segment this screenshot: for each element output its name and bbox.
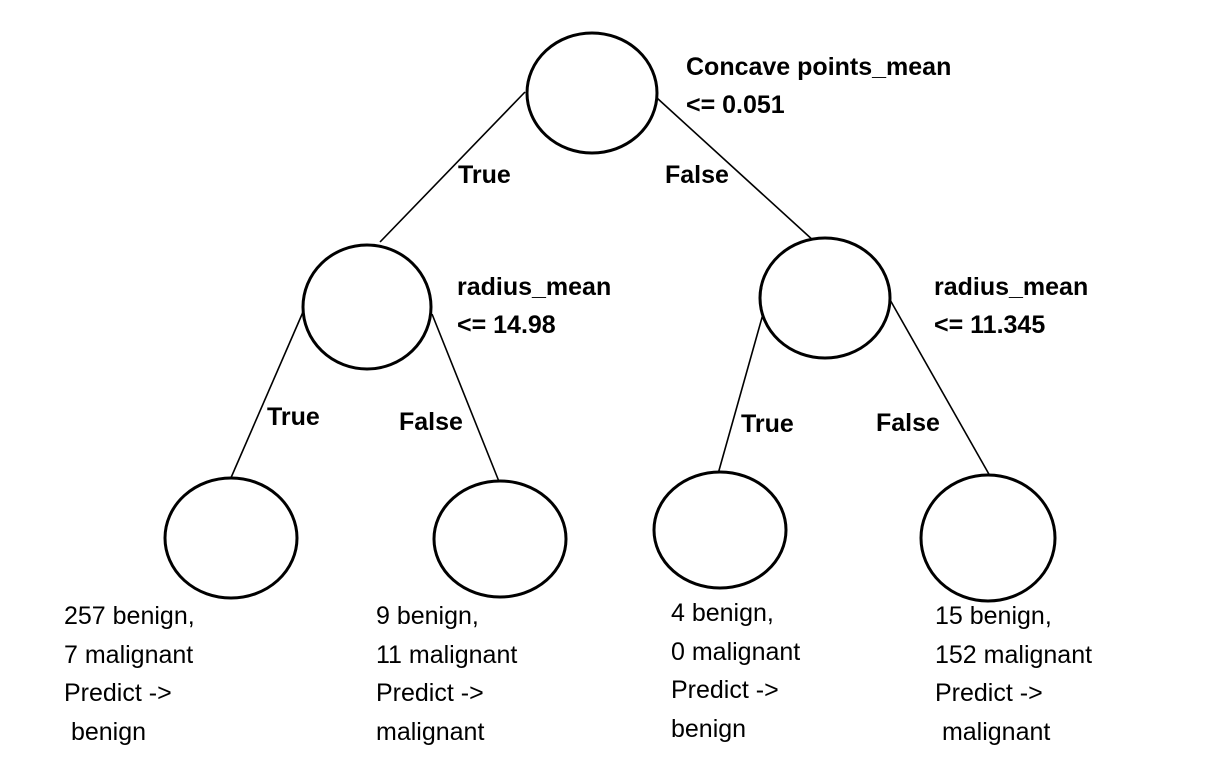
leaf-2-malignant-count: 11 malignant [376,640,518,669]
root-false-label: False [665,161,729,189]
edge-right-true [717,313,764,475]
leaf-2-summary: 9 benign, 11 malignant Predict -> malign… [376,597,517,751]
edge-left-true [229,311,304,481]
leaf-node-4 [919,473,1057,603]
leaf-3-benign-count: 4 benign, [671,599,774,627]
edge-root-true [379,91,526,243]
leaf-1-predicted-class: benign [64,717,147,746]
leaf-1-malignant-count: 7 malignant [64,640,194,669]
edge-left-false [431,313,501,485]
right-false-label: False [876,409,940,437]
edge-root-false [656,97,816,243]
left-split-condition: radius_mean <= 14.98 [457,268,611,344]
right-true-label: True [741,410,794,438]
leaf-3-predict-label: Predict -> [671,676,779,704]
leaf-4-malignant-count: 152 malignant [935,640,1093,669]
left-split-threshold: <= 14.98 [457,311,556,339]
root-condition: Concave points_mean <= 0.051 [686,48,951,124]
leaf-2-predicted-class: malignant [376,717,485,746]
leaf-1-summary: 257 benign, 7 malignant Predict -> benig… [64,597,195,751]
leaf-4-predict-label: Predict -> [935,679,1043,707]
left-split-feature: radius_mean [457,273,612,301]
right-split-threshold: <= 11.345 [934,311,1046,339]
leaf-1-benign-count: 257 benign, [64,602,195,630]
right-split-condition: radius_mean <= 11.345 [934,268,1088,344]
leaf-3-predicted-class: benign [671,714,747,743]
left-false-label: False [399,408,463,436]
right-split-node [758,236,892,360]
left-true-label: True [267,403,320,431]
root-condition-feature: Concave points_mean [686,53,952,81]
leaf-3-summary: 4 benign, 0 malignant Predict -> benign [671,594,800,748]
root-true-label: True [458,161,511,189]
leaf-2-benign-count: 9 benign, [376,602,479,630]
left-split-node [301,243,433,371]
leaf-4-predicted-class: malignant [935,717,1051,746]
edge-right-false [888,297,991,477]
leaf-1-predict-label: Predict -> [64,679,172,707]
leaf-3-malignant-count: 0 malignant [671,637,801,666]
root-node [525,31,659,155]
leaf-4-benign-count: 15 benign, [935,602,1052,630]
leaf-node-2 [432,479,568,599]
root-condition-threshold: <= 0.051 [686,91,785,119]
leaf-node-3 [652,470,788,590]
leaf-2-predict-label: Predict -> [376,679,484,707]
leaf-4-summary: 15 benign, 152 malignant Predict -> mali… [935,597,1092,751]
right-split-feature: radius_mean [934,273,1089,301]
leaf-node-1 [163,476,299,600]
